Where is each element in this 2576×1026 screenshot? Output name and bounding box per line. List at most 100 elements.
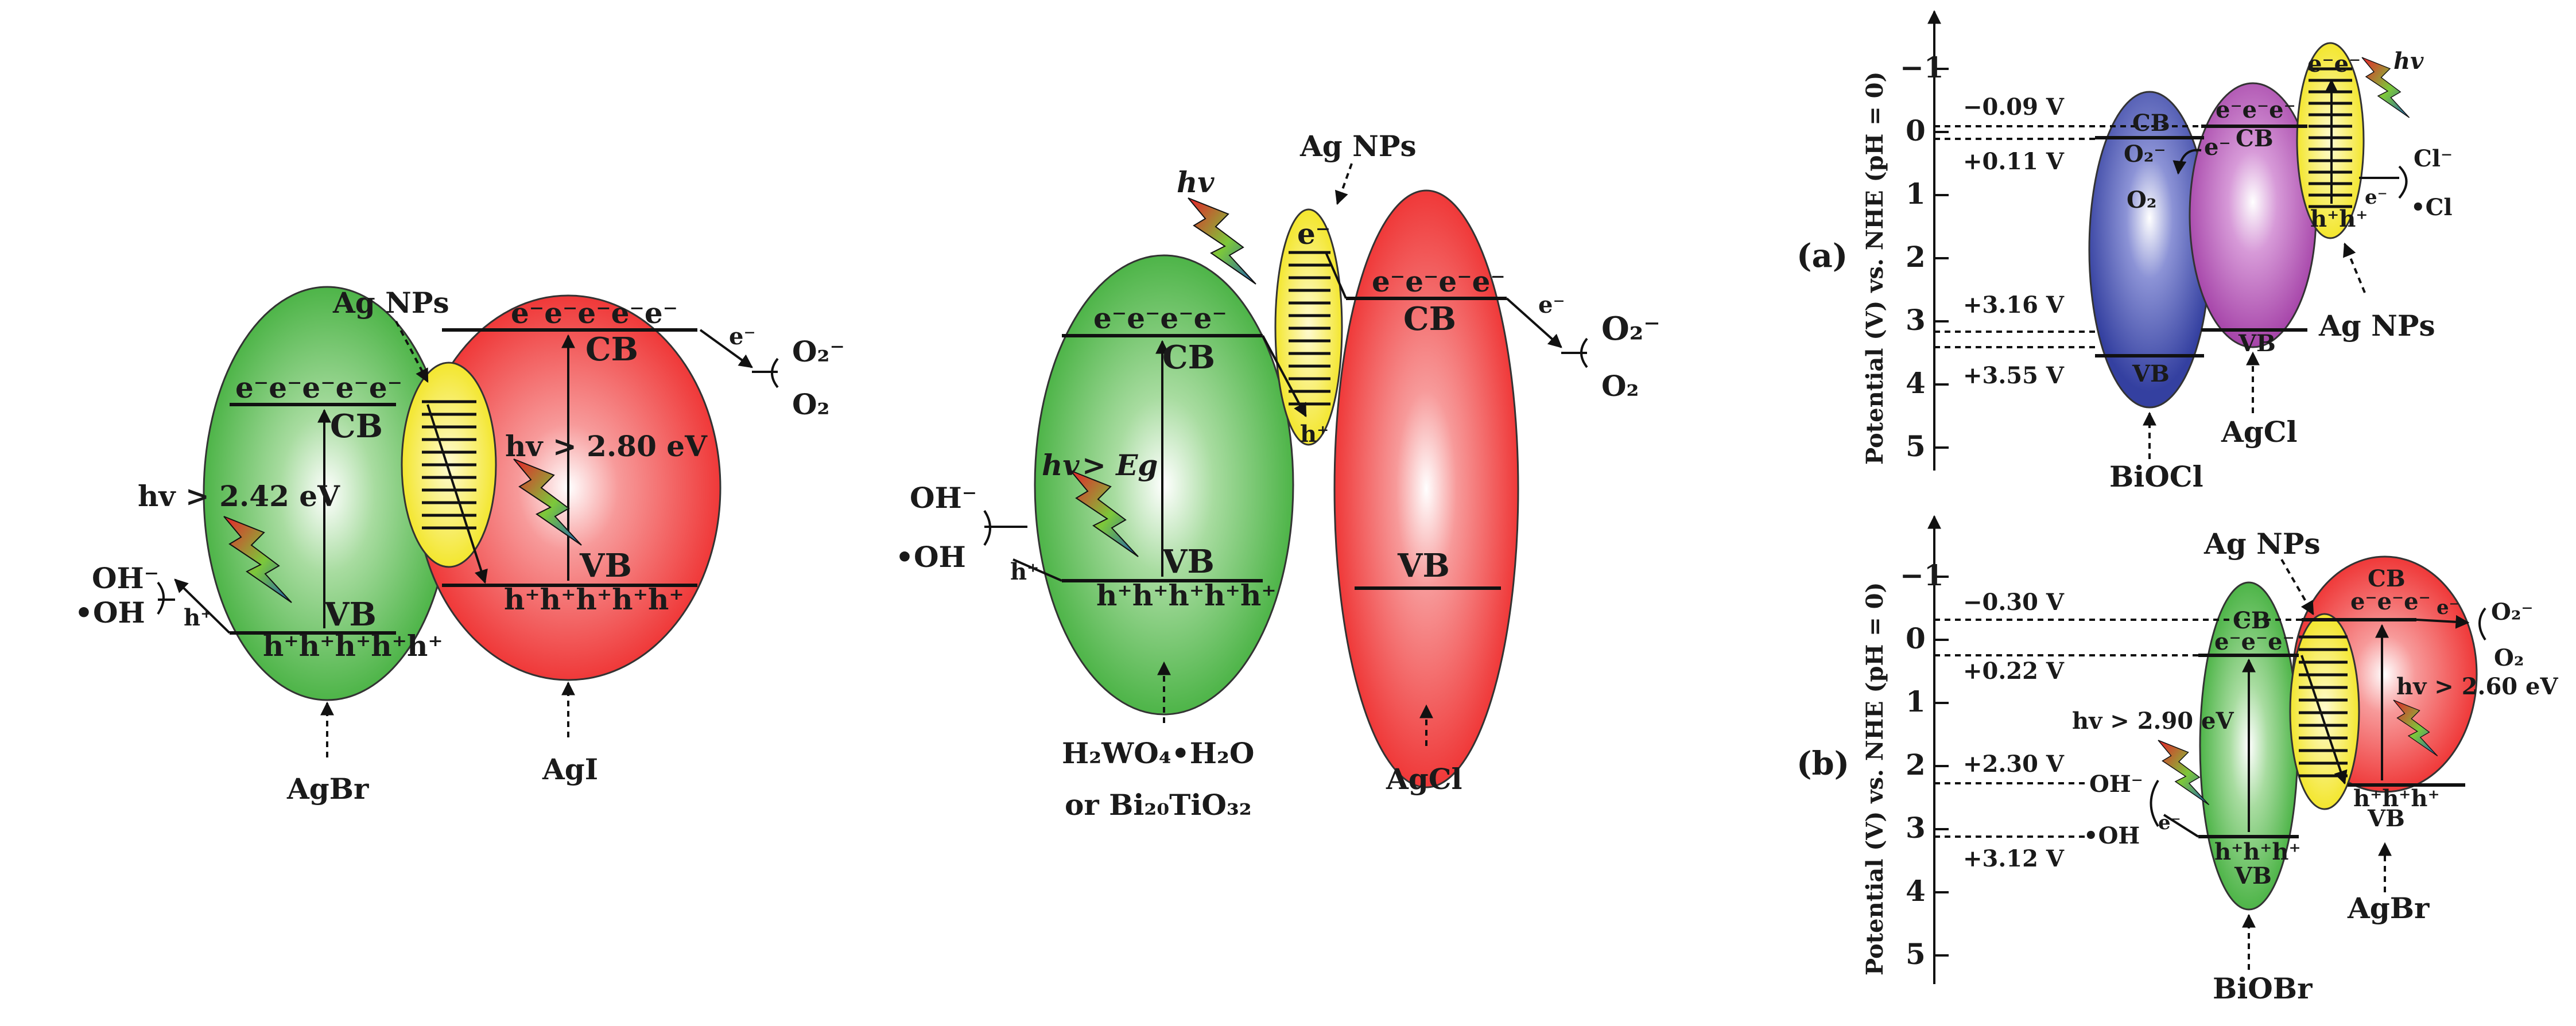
pot-a-4: +3.55 V (1963, 362, 2065, 389)
tick-a-3: 1 (1906, 177, 1926, 211)
axis-b-ticks (1934, 576, 1949, 957)
host-cb-label: CB (1162, 339, 1215, 376)
ag-nps-name: Ag NPs (2203, 527, 2321, 561)
agcl-vb-label: VB (1397, 547, 1450, 585)
panel-a-tag: (a) (1797, 237, 1848, 275)
o2: O₂ (1601, 369, 1639, 403)
panel-b: −1 0 1 2 3 4 5 Potential (V) vs. NHE (pH… (1797, 515, 2558, 1005)
ag-nps-label: Ag NPs (332, 286, 449, 320)
panel-middle: e⁻e⁻e⁻e⁻ CB VB h⁺h⁺h⁺h⁺h⁺ e⁻e⁻e⁻e⁻ CB VB… (895, 129, 1661, 822)
cl-minus: Cl⁻ (2414, 145, 2453, 172)
biobr-electrons: e⁻e⁻e⁻ (2214, 628, 2295, 655)
host-vb-label: VB (1162, 543, 1215, 581)
pot-b-1: −0.30 V (1963, 589, 2065, 616)
o2-radical: O₂⁻ (1601, 310, 1661, 348)
ag-electrons: e⁻e⁻ (2307, 50, 2361, 77)
oh-minus-b: OH⁻ (2089, 771, 2143, 798)
agbr-cb-label: CB (330, 407, 383, 445)
host-name-line2: or Bi₂₀TiO₃₂ (1065, 788, 1252, 822)
tick-a-6: 4 (1906, 366, 1926, 400)
pot-a-2: +0.11 V (1963, 148, 2065, 175)
agbr-vb: VB (2367, 805, 2405, 832)
oh-minus: OH⁻ (910, 481, 977, 515)
host-hv-eg: > Eg (1082, 448, 1158, 482)
tick-a-4: 2 (1906, 240, 1926, 274)
agbr-holes: h⁺h⁺h⁺h⁺h⁺ (263, 629, 443, 663)
panel-left: e⁻e⁻e⁻e⁻e⁻ CB VB h⁺h⁺h⁺h⁺h⁺ e⁻e⁻e⁻e⁻e⁻ C… (75, 286, 845, 806)
oh-radical-b: •OH (2084, 822, 2140, 849)
agbr-h-label: h⁺ (184, 604, 212, 631)
o2-b: O₂ (2494, 644, 2524, 671)
ag-hv-a: hv (2393, 48, 2424, 75)
host-holes: h⁺h⁺h⁺h⁺h⁺ (1096, 578, 1277, 612)
tick-b-7: 5 (1906, 937, 1926, 971)
agcl-name: AgCl (1386, 762, 1462, 796)
agi-cb-label: CB (585, 331, 638, 368)
cl-radical: •Cl (2411, 194, 2453, 221)
host-name-line1: H₂WO₄•H₂O (1062, 736, 1254, 770)
agcl-e-label: e⁻ (1538, 292, 1565, 318)
agcl-cb-label: CB (1403, 300, 1456, 338)
agi-holes: h⁺h⁺h⁺h⁺h⁺ (504, 582, 684, 616)
o2-radical: O₂⁻ (792, 335, 845, 368)
agbr-gap-label: hv > 2.42 eV (138, 479, 340, 513)
host-particle (1034, 254, 1294, 716)
panel-b-tag: (b) (1797, 745, 1849, 783)
tick-b-2: 0 (1906, 621, 1926, 655)
agbr-electrons: e⁻e⁻e⁻ (2350, 588, 2431, 615)
pot-b-3: +2.30 V (1963, 751, 2065, 778)
agbr-e: e⁻ (2437, 596, 2459, 619)
agcl-e: e⁻ (2204, 134, 2231, 161)
tick-b-5: 3 (1906, 811, 1926, 845)
axis-a-ticks (1934, 68, 1949, 449)
biobr-cb: CB (2233, 607, 2271, 634)
ag-h-label: h⁺ (1300, 421, 1329, 448)
agbr-electrons: e⁻e⁻e⁻e⁻e⁻ (235, 371, 402, 405)
biocl-name: BiOCl (2109, 460, 2203, 493)
ag-nps-label: Ag NPs (1299, 129, 1417, 163)
agcl-particle (1333, 189, 1519, 788)
oh-minus: OH⁻ (92, 561, 159, 595)
biocl-o2: O₂ (2127, 186, 2156, 213)
biobr-vb: VB (2234, 862, 2272, 889)
host-electrons: e⁻e⁻e⁻e⁻ (1093, 301, 1227, 335)
agbr-gap: hv > 2.60 eV (2396, 673, 2558, 700)
ag-holes: h⁺h⁺ (2310, 205, 2368, 232)
ag-nps-hatch (2299, 635, 2348, 778)
agi-e-label: e⁻ (729, 323, 756, 350)
biobr-name: BiOBr (2213, 971, 2313, 1005)
agi-vb-label: VB (579, 547, 632, 585)
biobr-gap: hv > 2.90 eV (2072, 708, 2234, 734)
pot-a-1: −0.09 V (1963, 94, 2065, 121)
oh-radical: •OH (895, 540, 966, 574)
pot-b-2: +0.22 V (1963, 658, 2065, 685)
tick-a-2: 0 (1906, 114, 1926, 147)
agi-gap-label: hv > 2.80 eV (505, 429, 708, 463)
tick-a-1: −1 (1900, 50, 1944, 84)
tick-b-6: 4 (1906, 874, 1926, 908)
tick-b-1: −1 (1900, 558, 1944, 592)
tick-b-4: 2 (1906, 748, 1926, 782)
tick-a-5: 3 (1906, 303, 1926, 337)
agi-name: AgI (542, 752, 598, 786)
o2: O₂ (792, 387, 829, 421)
agbr-holes: h⁺h⁺h⁺ (2353, 785, 2440, 812)
panel-a: −1 0 1 2 3 4 5 Potential (V) vs. NHE (pH… (1797, 10, 2453, 493)
biocl-cb: CB (2132, 110, 2170, 137)
host-h-label: h⁺ (1010, 558, 1039, 585)
agcl-cb: CB (2236, 125, 2274, 152)
agbr-cb: CB (2368, 565, 2406, 592)
ag-nps-hatch (1289, 251, 1330, 406)
agcl-electrons: e⁻e⁻e⁻ (2216, 96, 2296, 123)
agcl-vb: VB (2238, 330, 2276, 357)
agbr-name: AgBr (286, 772, 369, 806)
agcl-name: AgCl (2221, 415, 2298, 449)
agbr-name-b: AgBr (2347, 891, 2430, 925)
ag-e-label: e⁻ (1297, 217, 1330, 251)
o2-radical-b: O₂⁻ (2491, 598, 2533, 625)
axis-a-label: Potential (V) vs. NHE (pH = 0) (1861, 72, 1888, 465)
pot-a-3: +3.16 V (1963, 292, 2065, 318)
ag-nps-name: Ag NPs (2318, 309, 2435, 343)
ag-hv: hv (1177, 165, 1215, 199)
